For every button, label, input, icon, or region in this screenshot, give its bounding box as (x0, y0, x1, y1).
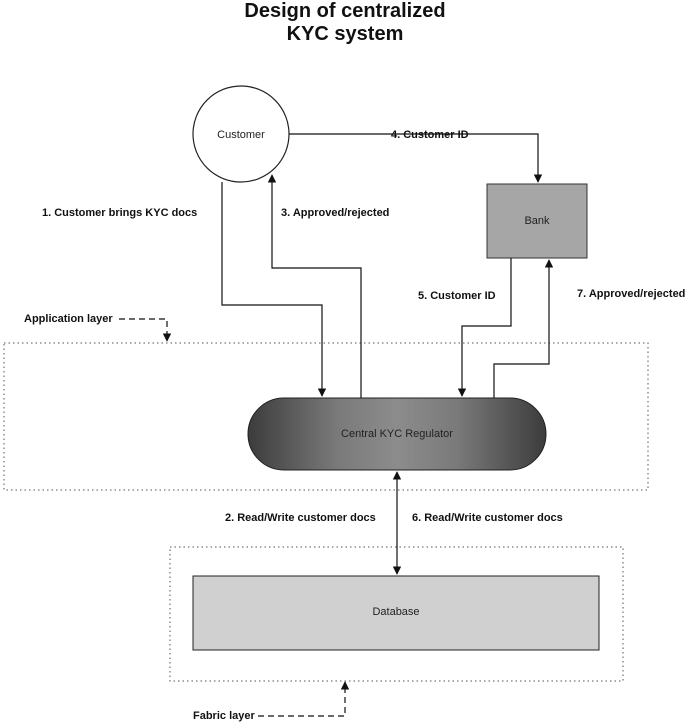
edge-5-label: 5. Customer ID (418, 290, 496, 302)
regulator-label: Central KYC Regulator (341, 428, 453, 440)
edge-4-label: 4. Customer ID (391, 129, 469, 141)
edge-4-customer-to-bank (289, 133, 543, 183)
diagram-title-line2: KYC system (287, 23, 404, 45)
diagram-title-line1: Design of centralized (244, 0, 445, 22)
edge-5-bank-to-regulator (457, 258, 512, 397)
edge-7-regulator-to-bank (493, 259, 554, 398)
edge-2-label: 2. Read/Write customer docs (225, 512, 376, 524)
edge-3-regulator-to-customer (267, 174, 362, 398)
fabric-layer-pointer (258, 681, 350, 717)
database-label: Database (372, 606, 419, 618)
edge-7-label: 7. Approved/rejected (577, 288, 685, 300)
edge-3-label: 3. Approved/rejected (281, 207, 389, 219)
bank-label: Bank (524, 215, 550, 227)
application-layer-label: Application layer (24, 313, 113, 325)
application-layer-pointer (119, 318, 172, 342)
application-layer-region (3, 342, 649, 491)
database-node (192, 575, 600, 651)
regulator-node (247, 397, 547, 471)
customer-label: Customer (217, 129, 265, 141)
edge-1-customer-to-regulator (221, 182, 327, 397)
fabric-layer-label: Fabric layer (193, 710, 255, 722)
bank-node (486, 183, 588, 259)
edge-1-label: 1. Customer brings KYC docs (42, 207, 197, 219)
edge-6-label: 6. Read/Write customer docs (412, 512, 563, 524)
